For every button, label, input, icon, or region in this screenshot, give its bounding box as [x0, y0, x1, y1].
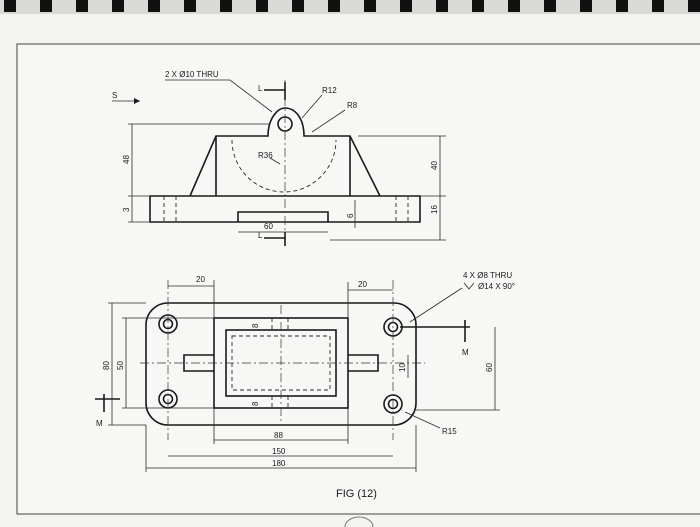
hole-note-plan-line2: Ø14 X 90°: [478, 282, 515, 291]
top-view-labels: 2 X Ø10 THRU S L L R12 R8 R36 48 3 60 6 …: [112, 70, 439, 240]
binding-marks: [0, 0, 700, 14]
section-letter-m-right: M: [462, 348, 469, 357]
radius-arc-label: R36: [258, 151, 273, 160]
hole-note-plan-line1: 4 X Ø8 THRU: [463, 271, 512, 280]
dim-inner-top: 8: [251, 323, 260, 328]
dim-top-right: 20: [358, 280, 367, 289]
radius-outer-label: R12: [322, 86, 337, 95]
section-letter-m-left: M: [96, 419, 103, 428]
dim-inner-bottom: 8: [251, 401, 260, 406]
dim-right-height: 40: [430, 161, 439, 170]
dim-corner-radius: R15: [442, 427, 457, 436]
dim-right-base: 16: [430, 205, 439, 214]
plan-view: [95, 280, 500, 472]
top-view: [112, 79, 446, 246]
radius-inner-label: R8: [347, 101, 358, 110]
hole-note-top: 2 X Ø10 THRU: [165, 70, 219, 79]
dim-top-left: 20: [196, 275, 205, 284]
plan-view-labels: 4 X Ø8 THRU Ø14 X 90° M M 20 20 8 8 10 8…: [96, 271, 515, 468]
dim-width-total: 180: [272, 459, 286, 468]
dim-height-total: 48: [122, 155, 131, 164]
dim-center-width: 60: [264, 222, 273, 231]
dim-height-outer: 80: [102, 361, 111, 370]
dim-slot: 10: [398, 363, 407, 372]
dim-height-right: 60: [485, 363, 494, 372]
dim-width-inner: 88: [274, 431, 283, 440]
section-letter-s: S: [112, 91, 117, 100]
dim-height-inner: 50: [116, 361, 125, 370]
sheet-border: [16, 43, 700, 515]
dim-width-holes: 150: [272, 447, 286, 456]
dim-base-thickness: 3: [122, 207, 131, 212]
dim-slot-depth: 6: [346, 213, 355, 218]
figure-label: FIG (12): [336, 488, 377, 500]
countersink-symbol-icon: [463, 282, 475, 290]
binding-ring-bottom: [344, 516, 374, 527]
section-letter-l-bottom: L: [258, 231, 263, 240]
section-letter-l-top: L: [258, 84, 263, 93]
